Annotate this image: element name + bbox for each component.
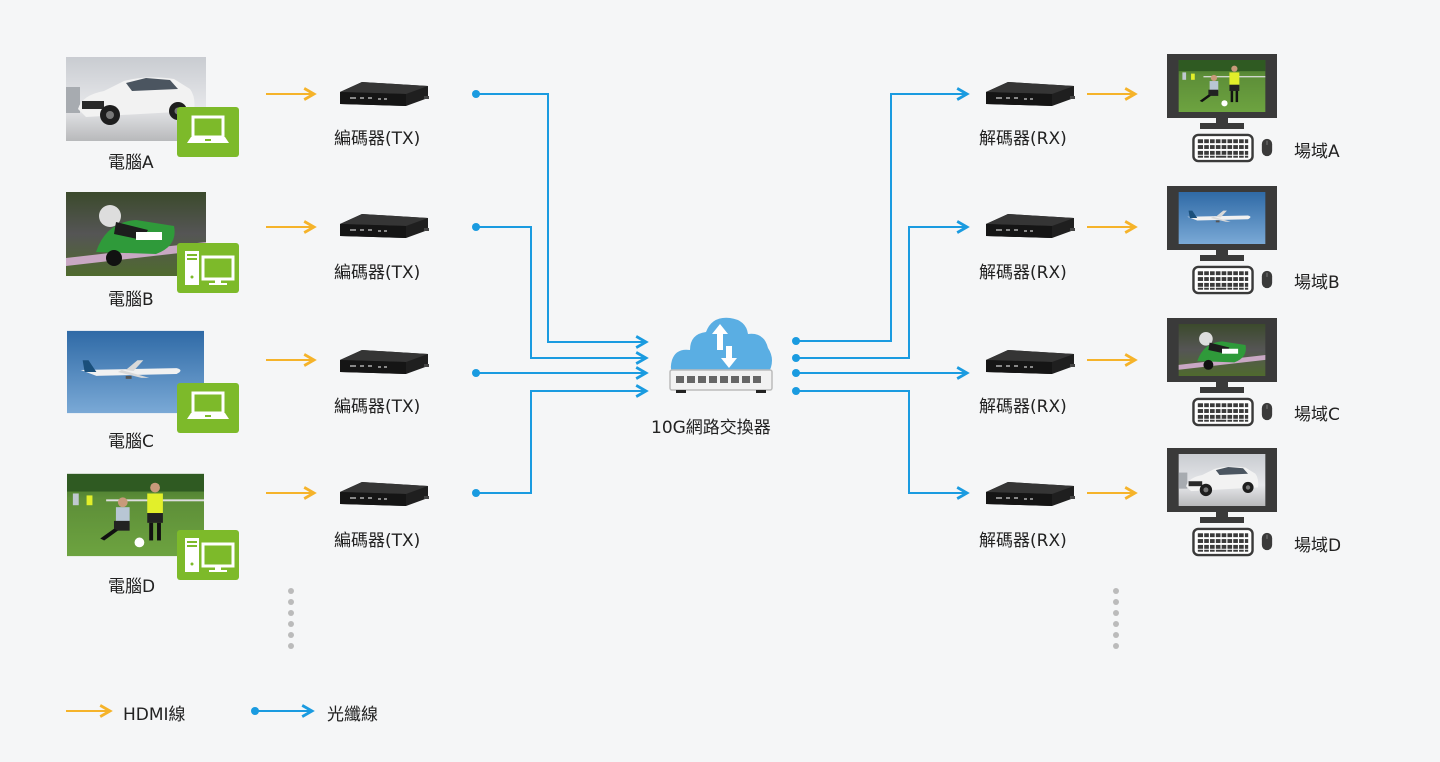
encoder-c-label: 編碼器(TX) bbox=[334, 397, 421, 417]
decoder-c-label: 解碼器(RX) bbox=[979, 397, 1067, 417]
keyboard-icon bbox=[1192, 265, 1254, 295]
fiber-endpoint bbox=[792, 387, 800, 395]
mouse-icon bbox=[1261, 401, 1273, 422]
legend-fiber-label: 光纖線 bbox=[327, 705, 378, 725]
mouse-icon bbox=[1261, 531, 1273, 552]
mouse-icon bbox=[1261, 269, 1273, 290]
monitor-icon bbox=[1167, 54, 1277, 118]
legend-hdmi-label: HDMI線 bbox=[123, 705, 186, 725]
destination-b-label: 場域B bbox=[1294, 273, 1340, 293]
fiber-endpoint bbox=[472, 223, 480, 231]
more-destinations-ellipsis bbox=[1113, 588, 1119, 654]
monitor-icon bbox=[1167, 448, 1277, 512]
fiber-endpoint bbox=[792, 337, 800, 345]
decoder-b-label: 解碼器(RX) bbox=[979, 263, 1067, 283]
fiber-line-encoder-a bbox=[476, 93, 646, 342]
more-sources-ellipsis bbox=[288, 588, 294, 654]
destination-c-screen bbox=[1173, 324, 1271, 376]
destination-c-label: 場域C bbox=[1294, 405, 1340, 425]
fiber-line-encoder-d bbox=[476, 391, 646, 494]
source-c-label: 電腦C bbox=[108, 432, 154, 452]
keyboard-icon bbox=[1192, 527, 1254, 557]
switch-label: 10G網路交換器 bbox=[651, 418, 771, 438]
encoder-device-icon bbox=[336, 78, 430, 108]
decoder-a-label: 解碼器(RX) bbox=[979, 129, 1067, 149]
fiber-line-decoder-d bbox=[796, 390, 967, 493]
encoder-device-icon bbox=[336, 478, 430, 508]
legend-fiber-endpoint bbox=[251, 707, 259, 715]
decoder-device-icon bbox=[982, 478, 1076, 508]
decoder-device-icon bbox=[982, 210, 1076, 240]
keyboard-icon bbox=[1192, 133, 1254, 163]
fiber-endpoint bbox=[472, 90, 480, 98]
destination-a-label: 場域A bbox=[1294, 142, 1340, 162]
destination-d-screen bbox=[1173, 454, 1271, 506]
encoder-b-label: 編碼器(TX) bbox=[334, 263, 421, 283]
destination-d-label: 場域D bbox=[1294, 536, 1342, 556]
fiber-endpoint bbox=[472, 369, 480, 377]
keyboard-icon bbox=[1192, 397, 1254, 427]
decoder-device-icon bbox=[982, 78, 1076, 108]
fiber-line-encoder-b bbox=[476, 226, 646, 358]
destination-b-screen bbox=[1173, 192, 1271, 244]
decoder-device-icon bbox=[982, 346, 1076, 376]
destination-a-screen bbox=[1173, 60, 1271, 112]
fiber-line-decoder-a bbox=[796, 94, 967, 342]
encoder-device-icon bbox=[336, 210, 430, 240]
fiber-endpoint bbox=[792, 354, 800, 362]
encoder-d-label: 編碼器(TX) bbox=[334, 531, 421, 551]
fiber-endpoint bbox=[792, 369, 800, 377]
monitor-icon bbox=[1167, 318, 1277, 382]
monitor-icon bbox=[1167, 186, 1277, 250]
laptop-icon bbox=[177, 383, 239, 433]
desktop-pc-icon bbox=[177, 243, 239, 293]
laptop-icon bbox=[177, 107, 239, 157]
encoder-a-label: 編碼器(TX) bbox=[334, 129, 421, 149]
source-d-label: 電腦D bbox=[108, 577, 156, 597]
source-a-label: 電腦A bbox=[108, 153, 154, 173]
decoder-d-label: 解碼器(RX) bbox=[979, 531, 1067, 551]
mouse-icon bbox=[1261, 137, 1273, 158]
fiber-line-decoder-b bbox=[796, 227, 967, 359]
fiber-endpoint bbox=[472, 489, 480, 497]
desktop-pc-icon bbox=[177, 530, 239, 580]
source-b-label: 電腦B bbox=[108, 290, 154, 310]
cloud-switch-icon bbox=[669, 317, 773, 393]
encoder-device-icon bbox=[336, 346, 430, 376]
